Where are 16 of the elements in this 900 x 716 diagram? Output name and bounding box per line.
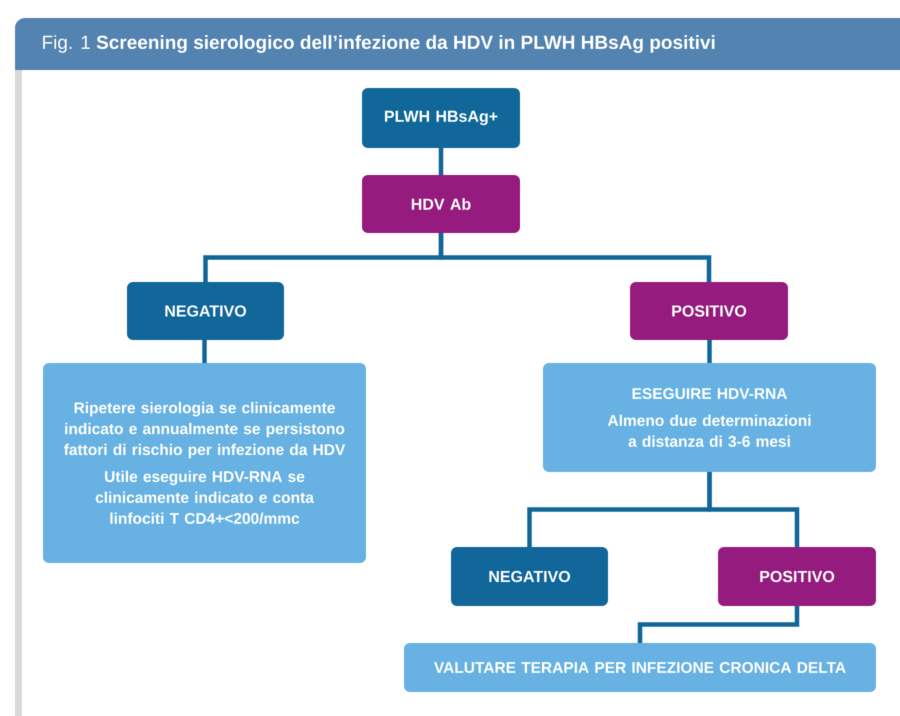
connector: [638, 606, 800, 643]
connector: [202, 340, 207, 363]
action-box: VALUTARE TERAPIA PER INFEZIONE CRONICA DELTA: [404, 643, 876, 692]
process-box: ESEGUIRE HDV-RNA Almeno due determinazioni a distanza di 3-6 mesi: [543, 363, 876, 472]
connector: [707, 340, 712, 363]
connector: [438, 233, 712, 282]
note-box: Ripetere sierologia se clinicamente indicato e annualmente se persistono fattori di rischio per infezione da HDV Utile eseguire HDV-RNA se clinicamente indicato e conta linfociti T CD4+<200/mmc: [43, 363, 366, 563]
result-box: POSITIVO: [630, 282, 788, 340]
connector: [438, 148, 444, 175]
result-box: NEGATIVO: [127, 282, 284, 340]
result-box: NEGATIVO: [451, 547, 608, 606]
title-banner: Fig. 1 Screening sierologico dell’infezione da HDV in PLWH HBsAg positivi: [15, 18, 900, 70]
process-box: HDV Ab: [362, 175, 520, 233]
process-box: PLWH HBsAg+: [362, 88, 520, 148]
result-box: POSITIVO: [718, 547, 876, 606]
connector: [707, 472, 800, 547]
